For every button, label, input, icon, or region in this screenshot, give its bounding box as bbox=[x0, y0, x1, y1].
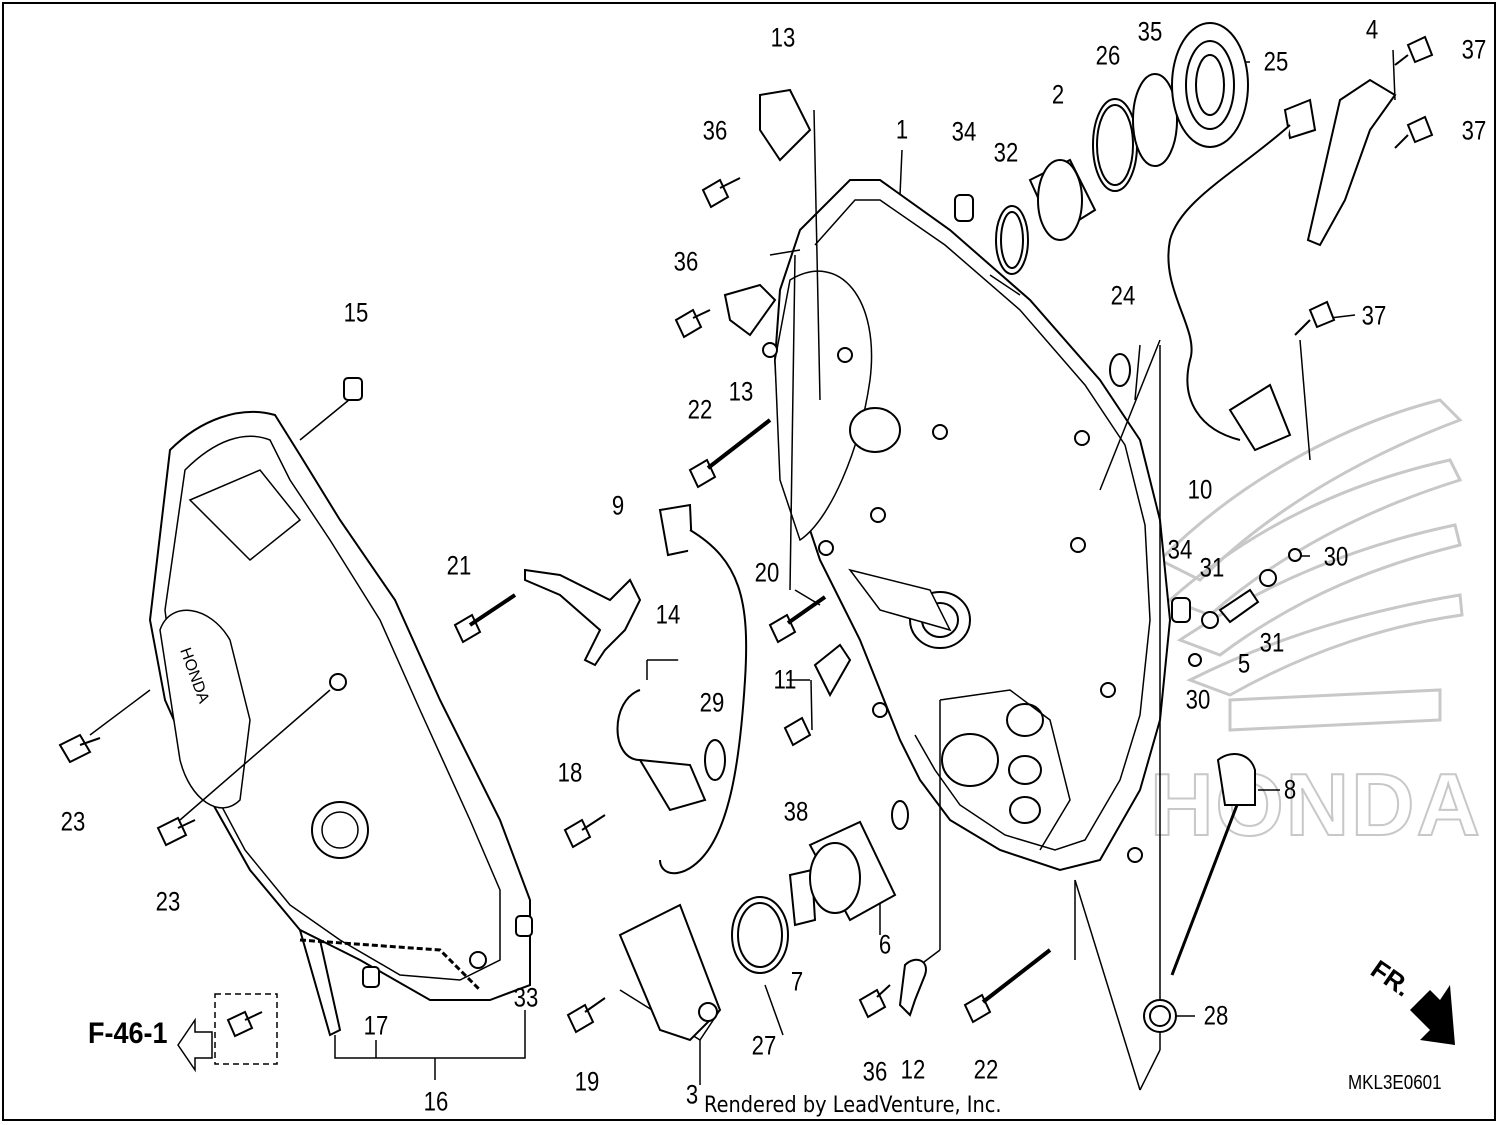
render-credit: Rendered by LeadVenture, Inc. bbox=[704, 1093, 1002, 1118]
callout-21[interactable]: 21 bbox=[446, 550, 472, 581]
callout-37-top[interactable]: 37 bbox=[1461, 34, 1487, 65]
callout-36-bottom[interactable]: 36 bbox=[862, 1056, 888, 1087]
callout-23-lower[interactable]: 23 bbox=[155, 886, 181, 917]
callout-34-lower[interactable]: 34 bbox=[1167, 534, 1193, 565]
right-crankcase-cover bbox=[762, 179, 1172, 872]
honda-watermark-text: HONDA bbox=[1150, 755, 1480, 854]
callout-36-mid[interactable]: 36 bbox=[673, 246, 699, 277]
callout-32[interactable]: 32 bbox=[993, 137, 1019, 168]
callout-31-right[interactable]: 31 bbox=[1259, 627, 1285, 658]
callout-13-top[interactable]: 13 bbox=[770, 22, 796, 53]
callout-16[interactable]: 16 bbox=[423, 1086, 449, 1117]
callout-25[interactable]: 25 bbox=[1263, 46, 1289, 77]
callout-22-lower[interactable]: 22 bbox=[973, 1054, 999, 1085]
callout-2[interactable]: 2 bbox=[1051, 79, 1065, 110]
callout-29[interactable]: 29 bbox=[699, 687, 725, 718]
callout-20[interactable]: 20 bbox=[754, 557, 780, 588]
callout-1[interactable]: 1 bbox=[895, 114, 909, 145]
drawing-code: MKL3E0601 bbox=[1348, 1072, 1442, 1094]
callout-7[interactable]: 7 bbox=[790, 966, 804, 997]
callout-28[interactable]: 28 bbox=[1203, 1000, 1229, 1031]
callout-33[interactable]: 33 bbox=[513, 982, 539, 1013]
honda-wing-watermark bbox=[1157, 398, 1464, 732]
callout-35[interactable]: 35 bbox=[1137, 16, 1163, 47]
callout-4[interactable]: 4 bbox=[1365, 14, 1379, 45]
callout-8[interactable]: 8 bbox=[1283, 774, 1297, 805]
callout-15[interactable]: 15 bbox=[343, 297, 369, 328]
callout-30-right[interactable]: 30 bbox=[1323, 541, 1349, 572]
callout-23-upper[interactable]: 23 bbox=[60, 806, 86, 837]
front-direction-arrow bbox=[1410, 985, 1455, 1045]
callout-31-upper[interactable]: 31 bbox=[1199, 552, 1225, 583]
callout-10[interactable]: 10 bbox=[1187, 474, 1213, 505]
callout-12[interactable]: 12 bbox=[900, 1054, 926, 1085]
callout-14[interactable]: 14 bbox=[655, 599, 681, 630]
callout-34-upper[interactable]: 34 bbox=[951, 116, 977, 147]
callout-37-lower[interactable]: 37 bbox=[1361, 300, 1387, 331]
callout-24[interactable]: 24 bbox=[1110, 280, 1136, 311]
callout-13-mid[interactable]: 13 bbox=[728, 376, 754, 407]
callout-22-upper[interactable]: 22 bbox=[687, 394, 713, 425]
callout-19[interactable]: 19 bbox=[574, 1066, 600, 1097]
callout-9[interactable]: 9 bbox=[611, 490, 625, 521]
callout-6[interactable]: 6 bbox=[878, 929, 892, 960]
reference-link-f-46-1[interactable]: F-46-1 bbox=[88, 1017, 168, 1050]
callout-11[interactable]: 11 bbox=[773, 664, 797, 695]
callout-36-top[interactable]: 36 bbox=[702, 115, 728, 146]
leader-lines bbox=[89, 49, 1396, 1091]
callout-3[interactable]: 3 bbox=[685, 1079, 699, 1110]
crankcase-cover-assembly: HONDA bbox=[148, 411, 531, 1037]
callout-26[interactable]: 26 bbox=[1095, 40, 1121, 71]
callout-27[interactable]: 27 bbox=[751, 1030, 777, 1061]
callout-17[interactable]: 17 bbox=[363, 1010, 389, 1041]
callout-30-lower[interactable]: 30 bbox=[1185, 684, 1211, 715]
callout-38[interactable]: 38 bbox=[783, 796, 809, 827]
callout-37-mid[interactable]: 37 bbox=[1461, 115, 1487, 146]
small-parts bbox=[58, 22, 1434, 1073]
callout-18[interactable]: 18 bbox=[557, 757, 583, 788]
callout-5[interactable]: 5 bbox=[1237, 648, 1251, 679]
